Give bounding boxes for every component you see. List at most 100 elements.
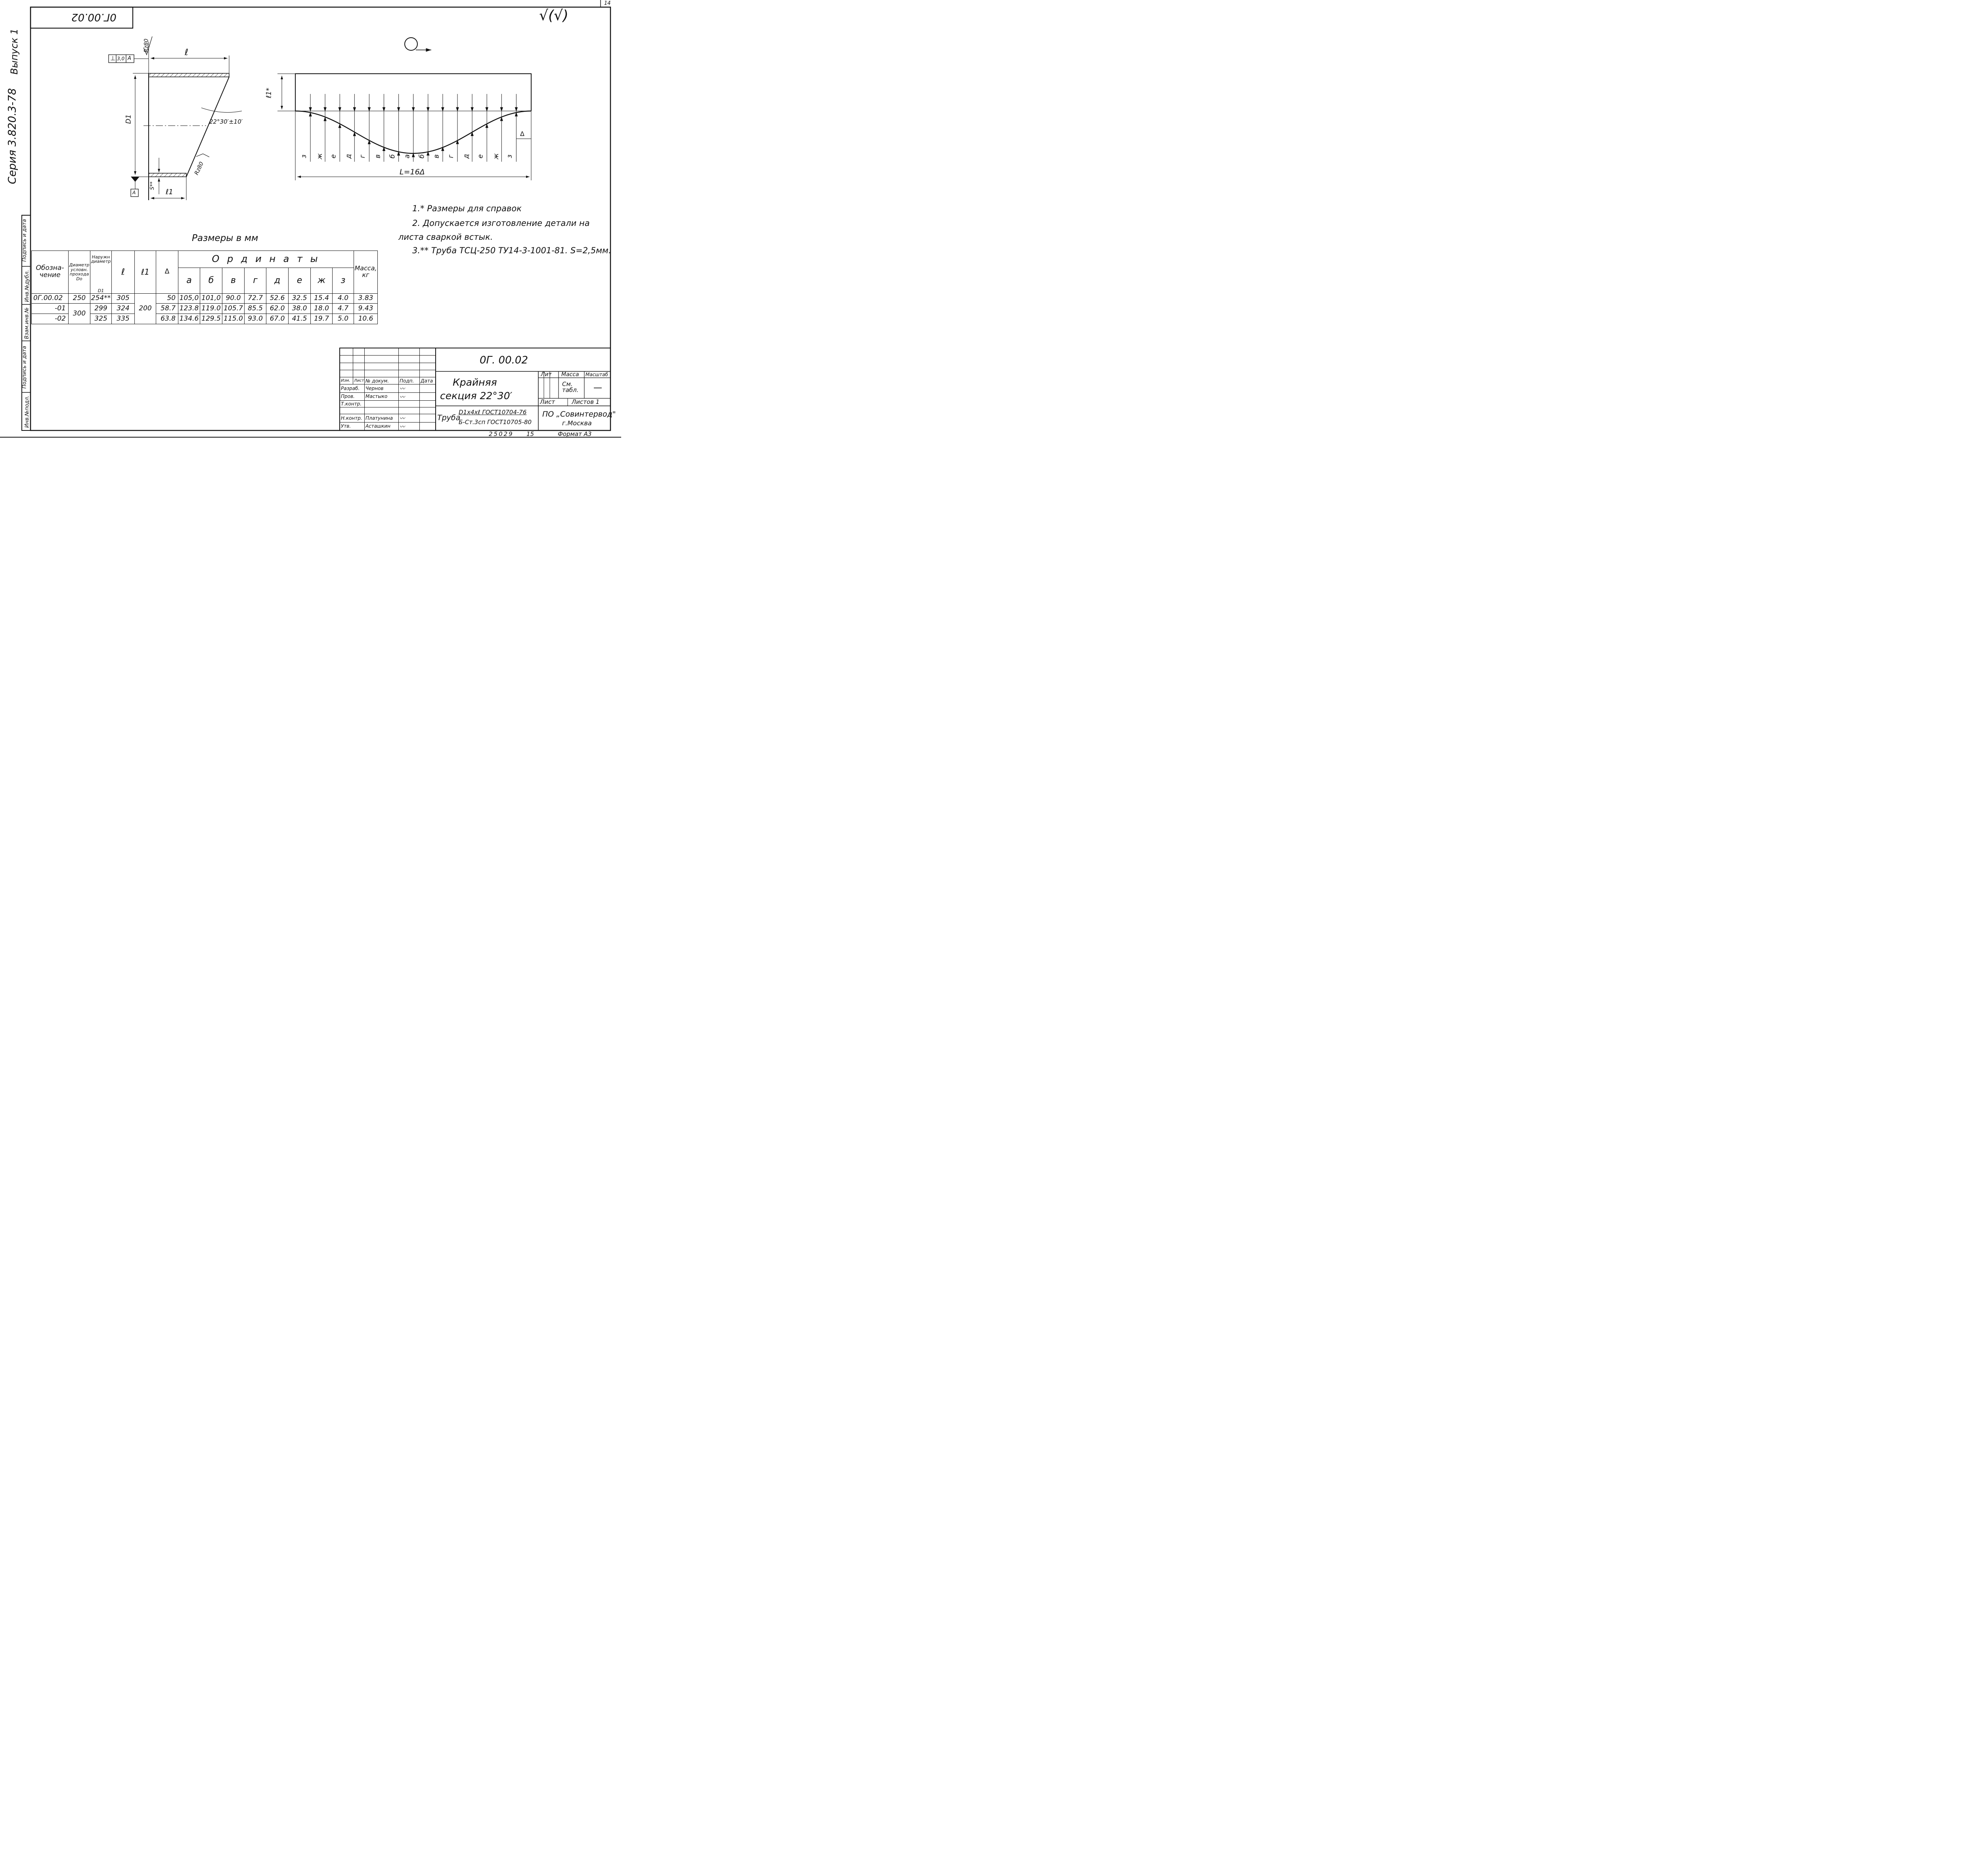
footer-format: Формат А3	[558, 430, 592, 438]
side-cell-4: Подпись и дата	[21, 346, 28, 389]
dim-D1: D1	[124, 114, 133, 124]
ordinate-arrow	[427, 107, 430, 112]
h-ordinates: О р д и н а т ы	[178, 250, 354, 268]
row1-b: 119.0	[200, 303, 222, 314]
ordinate-arrow	[456, 107, 459, 112]
row1-dn: 300	[68, 303, 90, 324]
tb-org-1: ПО „Совинтервод"	[542, 410, 616, 419]
tolerance-value: 3,0	[117, 56, 125, 61]
side-cell-2: Инв.№дубл.	[24, 270, 30, 302]
ordinate-letter: з	[506, 154, 514, 159]
row0-b: 101,0	[200, 293, 222, 304]
ordinate-arrow	[412, 153, 415, 157]
note-2: 2. Допускается изготовление детали на	[412, 218, 590, 228]
ordinate-arrow	[367, 107, 371, 112]
signature-5: 〰	[398, 422, 420, 431]
ordinate-letter: ж	[316, 153, 324, 160]
series-label: Серия 3.820.3-78	[6, 88, 19, 184]
issue-label: Выпуск 1	[8, 29, 20, 75]
row1-v: 105.7	[222, 303, 245, 314]
signature-4: 〰	[398, 414, 420, 423]
ordinate-arrow	[441, 146, 444, 151]
row2-d: 67.0	[266, 314, 289, 324]
tb-scale-value: —	[593, 383, 602, 393]
row1-mass: 9.43	[354, 303, 378, 314]
ordinate-arrow	[309, 112, 312, 117]
ordinate-arrow	[471, 107, 474, 112]
ordinate-letter: з	[300, 154, 308, 159]
side-cell-5: Инв.№подл.	[24, 395, 31, 428]
h-ordinate-3: г	[244, 268, 266, 294]
ordinate-arrow	[353, 132, 356, 136]
tb-material-prefix: Труба	[437, 413, 461, 422]
row1-e: 38.0	[288, 303, 311, 314]
revision-stamp: Изм. Лист № докум. Подп. Дата Разраб.Чер…	[340, 348, 436, 431]
tb-title-1: Крайняя	[453, 377, 497, 388]
tb-mass-value: См. табл.	[562, 381, 579, 394]
dim-l1: ℓ1	[166, 188, 173, 196]
row1-z: 4.7	[332, 303, 354, 314]
name-5: Асташкин	[364, 422, 399, 431]
row2-z: 5.0	[332, 314, 354, 324]
row0-d: 52.6	[266, 293, 289, 304]
row0-d1: 254**	[90, 293, 112, 304]
note-2b: листа сваркой встык.	[398, 232, 493, 242]
row2-a: 134.6	[178, 314, 200, 324]
ordinate-letter: г	[359, 155, 367, 158]
ordinate-letter: е	[476, 154, 485, 159]
h-ordinate-2: в	[222, 268, 245, 294]
row1-d1: 299	[90, 303, 112, 314]
row0-a: 105,0	[178, 293, 200, 304]
name-0: Чернов	[364, 384, 399, 393]
ordinate-arrow	[353, 107, 356, 112]
row2-mass: 10.6	[354, 314, 378, 324]
ordinate-arrow	[500, 117, 503, 121]
name-2	[364, 400, 399, 408]
row1-g: 85.5	[244, 303, 266, 314]
row0-g: 72.7	[244, 293, 266, 304]
row0-zh: 15.4	[310, 293, 333, 304]
dim-l: ℓ	[185, 48, 189, 57]
row0-designation: 0Г.00.02	[31, 293, 69, 304]
sheet-number: 14	[604, 0, 611, 6]
roughness-mark: √(√)	[539, 8, 568, 24]
h-ordinate-5: е	[288, 268, 311, 294]
h-l: ℓ	[111, 251, 135, 294]
ordinate-arrow	[485, 123, 488, 128]
tolerance-datum: A	[128, 55, 131, 61]
ordinate-letter: б	[388, 154, 397, 159]
tb-title-2: секция 22°30′	[440, 390, 513, 402]
tb-code: 0Г. 00.02	[480, 354, 528, 366]
ordinate-letter: ж	[492, 153, 501, 160]
row0-e: 32.5	[288, 293, 311, 304]
ordinate-arrow	[500, 107, 503, 112]
row2-b: 129.5	[200, 314, 222, 324]
row0-dn: 250	[68, 293, 90, 304]
dev-length: L=16Δ	[400, 168, 425, 176]
row2-delta: 63.8	[156, 314, 178, 324]
ordinate-arrow	[397, 107, 400, 112]
ordinate-arrow	[456, 140, 459, 144]
row0-v: 90.0	[222, 293, 245, 304]
h-dn: Диаметр условн. прохода Dо	[68, 251, 90, 294]
ordinate-letter: в	[432, 154, 441, 159]
ordinate-letter: д	[462, 154, 471, 159]
side-cell-1: Подпись и дата	[21, 219, 28, 262]
ordinate-arrow	[412, 107, 415, 112]
stamp-h-list: Лист	[353, 377, 365, 385]
ordinate-letter: в	[374, 154, 382, 159]
h-mass: Масса, кг	[354, 251, 378, 294]
ordinate-arrow	[515, 112, 518, 117]
footer-page: 15	[526, 430, 534, 438]
note-3: 3.** Труба ТСЦ-250 ТУ14-3-1001-81. S=2,5…	[412, 246, 611, 255]
tolerance-symbol: ⊥	[110, 55, 116, 62]
ordinate-letter: г	[447, 155, 455, 158]
h-delta: Δ	[156, 251, 178, 294]
row2-v: 115.0	[222, 314, 245, 324]
ordinate-arrow	[323, 117, 327, 121]
signature-1: 〰	[398, 392, 420, 401]
footer-inventory: 25029	[489, 430, 514, 438]
row1-l: 324	[111, 303, 135, 314]
h-ordinate-6: ж	[310, 268, 333, 294]
tb-material-1: D1x4xℓ ГОСТ10704-76	[459, 409, 527, 416]
